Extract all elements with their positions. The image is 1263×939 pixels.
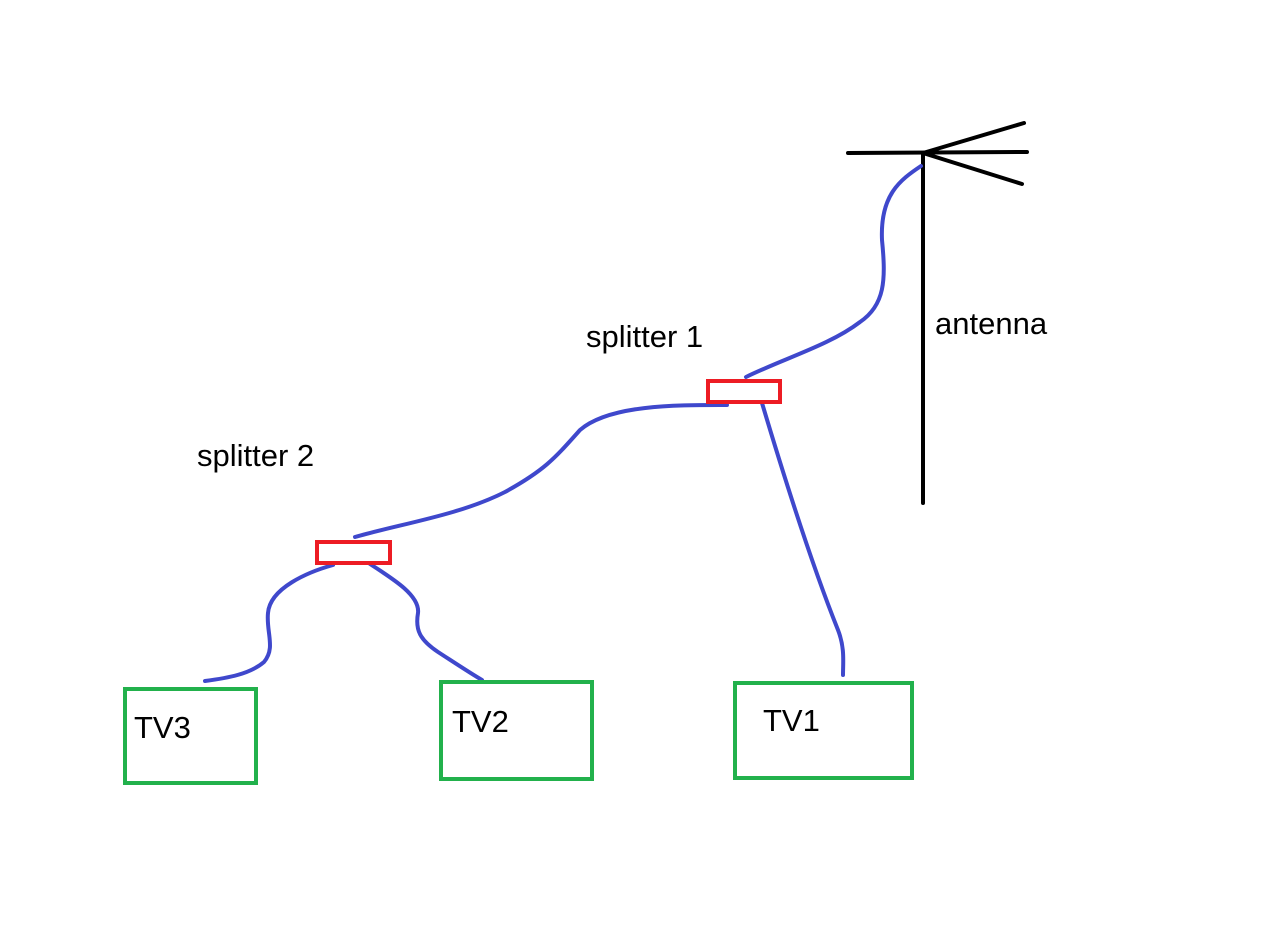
cable-splitter2-to-tv2 bbox=[368, 562, 484, 682]
splitter-2 bbox=[315, 540, 392, 565]
splitter-1-label: splitter 1 bbox=[586, 319, 703, 354]
tv1-label: TV1 bbox=[763, 703, 820, 738]
splitter-2-label: splitter 2 bbox=[197, 438, 314, 473]
cable-antenna-to-splitter1 bbox=[744, 164, 923, 379]
tv2-label: TV2 bbox=[452, 704, 509, 739]
tv1-box bbox=[733, 681, 914, 780]
tv3-box bbox=[123, 687, 258, 785]
splitter-1 bbox=[706, 379, 782, 404]
tv2-box bbox=[439, 680, 594, 781]
cable-splitter2-to-tv3 bbox=[203, 563, 335, 683]
tv3-label: TV3 bbox=[134, 710, 191, 745]
antenna-icon bbox=[846, 121, 1029, 505]
antenna-label: antenna bbox=[935, 306, 1048, 341]
cable-splitter1-to-splitter2 bbox=[353, 402, 729, 539]
cable-splitter1-to-tv1 bbox=[760, 401, 846, 677]
antenna-element-lower bbox=[921, 151, 1024, 186]
antenna-crossbar bbox=[846, 150, 1029, 155]
antenna-element-upper bbox=[921, 121, 1026, 155]
